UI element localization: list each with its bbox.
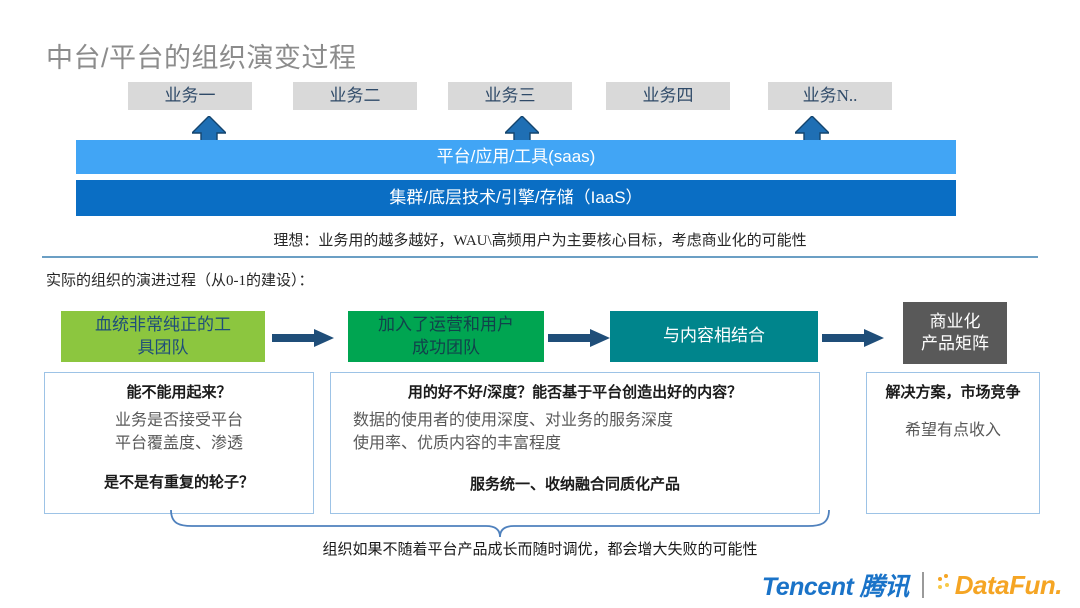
logo-separator bbox=[921, 572, 924, 598]
platform-band-saas: 平台/应用/工具(saas) bbox=[76, 140, 956, 174]
tencent-logo: Tencent 腾讯 bbox=[761, 573, 909, 601]
datafun-logo-text: DataFun. bbox=[954, 569, 1063, 600]
page-title: 中台/平台的组织演变过程 bbox=[46, 43, 357, 73]
business-boxes-row: 业务一 业务二 业务三 业务四 业务N.. bbox=[128, 82, 918, 110]
brace-caption: 组织如果不随着平台产品成长而随时调优，都会增大失败的可能性 bbox=[322, 542, 758, 558]
up-arrow-icon-1 bbox=[192, 116, 226, 152]
footer-logos: Tencent 腾讯 DataFun. bbox=[761, 568, 1063, 602]
right-arrow-icon-1 bbox=[272, 329, 334, 347]
up-arrow-icon-2 bbox=[505, 116, 539, 152]
datafun-dots-icon bbox=[937, 573, 954, 597]
stage-box-tool-team: 血统非常纯正的工 具团队 bbox=[61, 311, 265, 362]
business-box-2: 业务二 bbox=[293, 82, 417, 110]
ideal-note: 理想：业务用的越多越好，WAU\高频用户为主要核心目标，考虑商业化的可能性 bbox=[273, 233, 807, 249]
note-footer-1: 是不是有重复的轮子？ bbox=[103, 474, 254, 492]
datafun-logo: DataFun. bbox=[937, 569, 1063, 601]
note-body-1: 业务是否接受平台 平台覆盖度、渗透 bbox=[114, 412, 243, 452]
up-arrow-icon-3 bbox=[795, 116, 829, 152]
note-body-2: 数据的使用者的使用深度、对业务的服务深度 使用率、优质内容的丰富程度 bbox=[353, 412, 674, 452]
note-panel-3: 解决方案，市场竞争 希望有点收入 bbox=[866, 372, 1040, 514]
stage-box-content: 与内容相结合 bbox=[610, 311, 818, 362]
section-label: 实际的组织的演进过程（从0-1的建设）： bbox=[46, 273, 314, 289]
note-heading-2: 用的好不好/深度？能否基于平台创造出好的内容？ bbox=[407, 384, 743, 401]
curly-brace-icon bbox=[170, 508, 830, 538]
business-box-1: 业务一 bbox=[128, 82, 252, 110]
note-heading-1: 能不能用起来？ bbox=[126, 384, 232, 401]
note-footer-2: 服务统一、收纳融合同质化产品 bbox=[469, 476, 680, 494]
right-arrow-icon-2 bbox=[548, 329, 610, 347]
note-panel-2: 用的好不好/深度？能否基于平台创造出好的内容？ 数据的使用者的使用深度、对业务的… bbox=[330, 372, 820, 514]
platform-band-iaas: 集群/底层技术/引擎/存储（IaaS） bbox=[76, 180, 956, 216]
stage-box-commercialize: 商业化 产品矩阵 bbox=[903, 302, 1007, 364]
note-panel-1: 能不能用起来？ 业务是否接受平台 平台覆盖度、渗透 是不是有重复的轮子？ bbox=[44, 372, 314, 514]
right-arrow-icon-3 bbox=[822, 329, 884, 347]
business-box-3: 业务三 bbox=[448, 82, 572, 110]
note-body-3: 希望有点收入 bbox=[904, 422, 1001, 439]
section-divider bbox=[42, 256, 1038, 258]
business-box-5: 业务N.. bbox=[768, 82, 892, 110]
stage-box-ops-team: 加入了运营和用户 成功团队 bbox=[348, 311, 544, 362]
note-heading-3: 解决方案，市场竞争 bbox=[885, 384, 1021, 401]
business-box-4: 业务四 bbox=[606, 82, 730, 110]
